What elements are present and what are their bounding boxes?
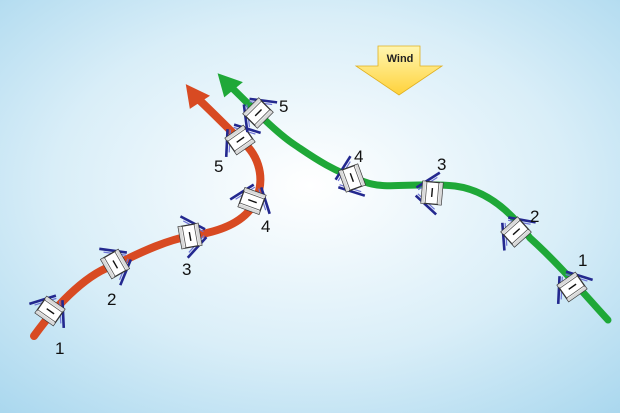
- red-label-4: 4: [261, 217, 270, 236]
- green-label-1: 1: [578, 251, 587, 270]
- green-route-arrowhead-icon: [217, 73, 243, 98]
- red-route: 1 2 3 4 5: [25, 84, 279, 358]
- green-label-3: 3: [437, 155, 446, 174]
- red-label-1: 1: [55, 339, 64, 358]
- green-route-line: [224, 80, 612, 324]
- red-label-2: 2: [107, 290, 116, 309]
- red-route-arrowhead-icon: [185, 84, 210, 109]
- green-label-5: 5: [279, 97, 288, 116]
- green-label-4: 4: [354, 147, 363, 166]
- green-route: 1 2 3 4 5: [217, 73, 612, 324]
- wind-indicator: Wind: [354, 45, 444, 96]
- red-label-5: 5: [214, 157, 223, 176]
- wind-arrow-icon: [354, 45, 444, 96]
- red-label-3: 3: [182, 260, 191, 279]
- wind-label: Wind: [387, 53, 414, 65]
- green-label-2: 2: [530, 207, 539, 226]
